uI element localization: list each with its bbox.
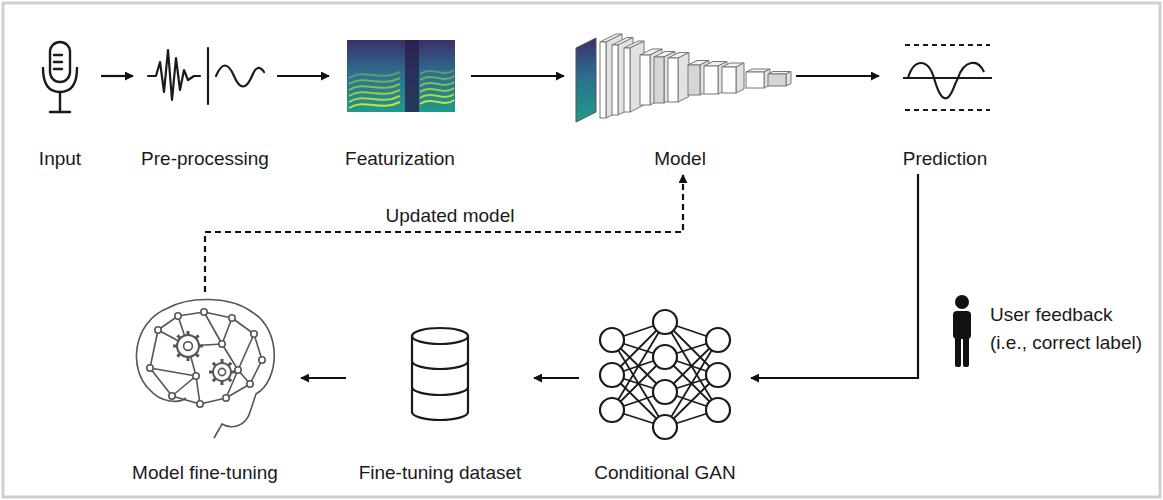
node-label: Fine-tuning dataset bbox=[352, 461, 528, 484]
node-label: Model bbox=[570, 147, 790, 170]
arrow-connector bbox=[277, 75, 329, 77]
arrow-connector bbox=[301, 377, 346, 379]
spectrogram-icon bbox=[347, 40, 455, 112]
annotation: (i.e., correct label) bbox=[990, 331, 1142, 354]
icon-node: Input bbox=[25, 36, 95, 170]
node-label: Prediction bbox=[885, 147, 1005, 170]
arrow-connector bbox=[796, 75, 879, 77]
waveform-icon bbox=[148, 48, 264, 104]
brain-network-icon bbox=[136, 299, 274, 438]
annotation: User feedback bbox=[990, 303, 1113, 326]
arrow-connector bbox=[534, 377, 579, 379]
frame bbox=[3, 3, 1160, 497]
gan-network-icon bbox=[600, 310, 730, 439]
person-icon bbox=[953, 295, 971, 367]
node-label: Pre-processing bbox=[139, 147, 271, 170]
icon-node: Model bbox=[570, 36, 790, 170]
node-label: Input bbox=[25, 147, 95, 170]
icon-node: Fine-tuning dataset bbox=[352, 296, 528, 484]
microphone-icon bbox=[43, 42, 77, 112]
arrow-connector bbox=[471, 75, 564, 77]
prediction-icon bbox=[903, 45, 992, 110]
arrow-connector bbox=[751, 174, 918, 378]
node-label: Conditional GAN bbox=[585, 461, 745, 484]
icon-node: Featurization bbox=[335, 36, 465, 170]
node-label: Featurization bbox=[335, 147, 465, 170]
arrow-connector bbox=[101, 75, 133, 77]
edge-label: Updated model bbox=[386, 204, 515, 227]
icon-node: Prediction bbox=[885, 36, 1005, 170]
icon-node: Pre-processing bbox=[139, 36, 271, 170]
cnn-icon bbox=[576, 34, 791, 122]
node-label: Model fine-tuning bbox=[115, 461, 295, 484]
database-icon bbox=[412, 328, 468, 420]
icon-node: Conditional GAN bbox=[585, 296, 745, 484]
icon-node: Model fine-tuning bbox=[115, 290, 295, 484]
arrow-connector bbox=[205, 175, 683, 292]
